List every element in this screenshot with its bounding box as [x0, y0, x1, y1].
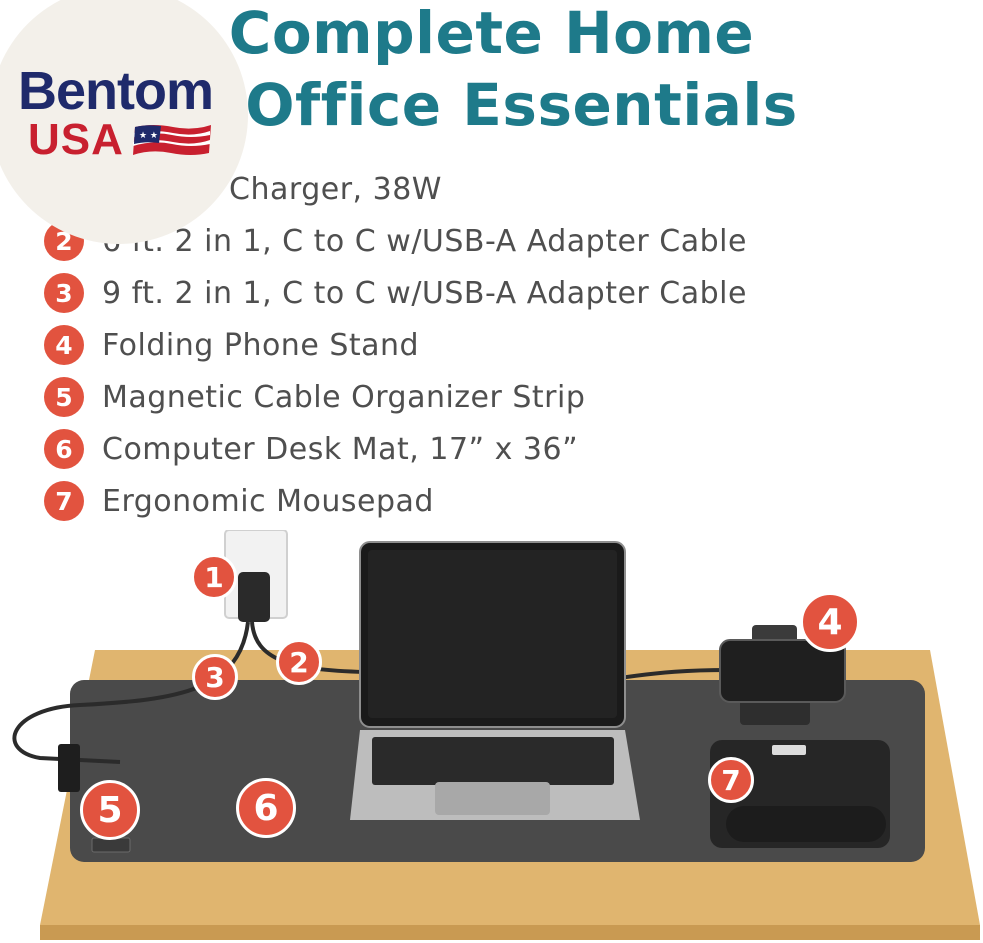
feature-item-mousepad: 7 Ergonomic Mousepad — [44, 478, 434, 524]
callout-mousepad: 7 — [708, 757, 754, 803]
feature-item-cable-9ft: 3 9 ft. 2 in 1, C to C w/USB-A Adapter C… — [44, 270, 747, 316]
mousepad-tag — [772, 745, 806, 755]
desk-mat-tag — [91, 837, 131, 853]
feature-item-phone-stand: 4 Folding Phone Stand — [44, 322, 419, 368]
wall-charger — [238, 572, 270, 622]
page-title-line-1: Complete Home — [228, 0, 755, 67]
feature-item-desk-mat: 6 Computer Desk Mat, 17” x 36” — [44, 426, 578, 472]
mousepad-wrist-rest — [726, 806, 886, 842]
feature-label: Folding Phone Stand — [102, 327, 420, 363]
callout-desk-mat: 6 — [236, 778, 296, 838]
logo-subtext: USA — [28, 115, 124, 164]
laptop-trackpad — [435, 782, 550, 815]
feature-label: Magnetic Cable Organizer Strip — [102, 379, 586, 415]
svg-text:★ ★: ★ ★ — [139, 131, 158, 141]
cable-to-phone — [619, 668, 729, 680]
flag-icon: ★ ★ — [133, 125, 211, 155]
callout-cable-9ft: 3 — [192, 654, 238, 700]
cable-organizer-strip — [58, 744, 80, 792]
callout-phone-stand: 4 — [800, 592, 860, 652]
desk-scene-illustration — [12, 530, 980, 940]
desk-edge — [40, 925, 980, 940]
feature-label: Computer Desk Mat, 17” x 36” — [102, 431, 579, 467]
number-badge: 3 — [44, 273, 84, 313]
callout-organizer: 5 — [80, 780, 140, 840]
callout-charger: 1 — [191, 554, 237, 600]
feature-label: 6 ft. 2 in 1, C to C w/USB-A Adapter Cab… — [102, 223, 747, 259]
page-title-line-2: Office Essentials — [245, 71, 798, 139]
number-badge: 4 — [44, 325, 84, 365]
laptop-keyboard — [372, 737, 614, 785]
number-badge: 5 — [44, 377, 84, 417]
feature-item-organizer: 5 Magnetic Cable Organizer Strip — [44, 374, 585, 420]
brand-logo: Bentom USA ★ ★ — [0, 0, 248, 244]
laptop-screen — [368, 550, 617, 718]
number-badge: 7 — [44, 481, 84, 521]
logo-wordmark: Bentom — [18, 61, 214, 121]
feature-label: 9 ft. 2 in 1, C to C w/USB-A Adapter Cab… — [102, 275, 747, 311]
phone — [719, 639, 846, 703]
callout-cable-6ft: 2 — [276, 639, 322, 685]
number-badge: 6 — [44, 429, 84, 469]
feature-label: Ergonomic Mousepad — [102, 483, 434, 519]
